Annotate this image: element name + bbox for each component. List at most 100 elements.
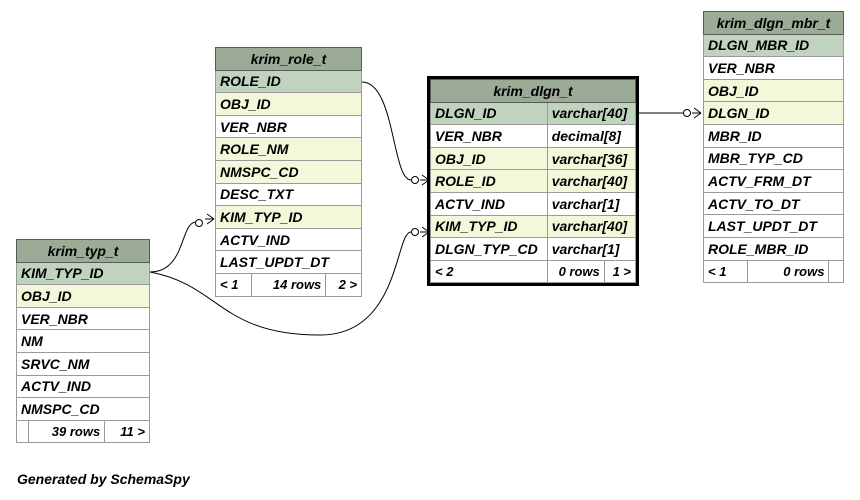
column-row[interactable]: MBR_TYP_CD xyxy=(703,146,844,171)
column-type: varchar[40] xyxy=(546,101,637,126)
row-count: 14 rows xyxy=(250,272,327,297)
column-row[interactable]: ROLE_MBR_ID xyxy=(703,236,844,261)
children-link[interactable] xyxy=(828,259,844,284)
column-name: NMSPC_CD xyxy=(215,159,362,184)
column-name: DLGN_MBR_ID xyxy=(703,33,844,58)
column-row[interactable]: VER_NBR xyxy=(215,114,362,139)
column-row[interactable]: NMSPC_CD xyxy=(16,397,150,421)
link-typ-to-dlgn-crowfoot-marker xyxy=(419,226,430,238)
column-name: ACTV_FRM_DT xyxy=(703,169,844,193)
row-count: 39 rows xyxy=(27,419,106,444)
column-row[interactable]: ROLE_NM xyxy=(215,137,362,161)
column-name: VER_NBR xyxy=(430,124,548,148)
column-name: SRVC_NM xyxy=(16,351,150,376)
column-type: decimal[8] xyxy=(546,124,637,148)
column-row[interactable]: VER_NBR xyxy=(16,306,150,331)
column-name: ACTV_IND xyxy=(430,191,548,216)
generated-by-label: Generated by SchemaSpy xyxy=(17,471,190,487)
column-row[interactable]: KIM_TYP_ID xyxy=(215,205,362,229)
column-name: OBJ_ID xyxy=(703,78,844,103)
column-row[interactable]: KIM_TYP_ID xyxy=(16,261,150,286)
column-row[interactable]: SRVC_NM xyxy=(16,351,150,376)
column-name: ROLE_NM xyxy=(215,137,362,161)
parents-link[interactable]: < 2 xyxy=(430,259,548,284)
children-link[interactable]: 2 > xyxy=(325,272,362,297)
column-row[interactable]: DESC_TXT xyxy=(215,182,362,207)
column-name: ROLE_MBR_ID xyxy=(703,236,844,261)
column-name: DLGN_ID xyxy=(703,101,844,125)
column-type: varchar[1] xyxy=(546,191,637,216)
children-link[interactable]: 1 > xyxy=(603,259,637,284)
column-name: VER_NBR xyxy=(215,114,362,139)
column-name: DLGN_TYP_CD xyxy=(430,237,548,261)
column-row[interactable]: ACTV_IND xyxy=(16,374,150,399)
column-name: NMSPC_CD xyxy=(16,397,150,421)
link-role-to-dlgn-crowfoot-marker xyxy=(419,174,430,186)
column-row[interactable]: OBJ_ID xyxy=(215,92,362,116)
column-name: OBJ_ID xyxy=(215,92,362,116)
column-row[interactable]: MBR_ID xyxy=(703,123,844,148)
column-type: varchar[36] xyxy=(546,146,637,171)
column-row[interactable]: ACTV_TO_DT xyxy=(703,191,844,216)
table-title[interactable]: krim_dlgn_mbr_t xyxy=(703,11,844,35)
column-row[interactable]: LAST_UPDT_DT xyxy=(215,250,362,274)
column-row[interactable]: NM xyxy=(16,329,150,353)
column-name: ROLE_ID xyxy=(430,169,548,193)
children-link[interactable]: 11 > xyxy=(104,419,150,444)
column-row[interactable]: DLGN_MBR_ID xyxy=(703,33,844,58)
column-name: OBJ_ID xyxy=(430,146,548,171)
column-row[interactable]: ROLE_ID xyxy=(215,69,362,94)
link-role-to-dlgn-optional-marker xyxy=(411,176,419,184)
table-title[interactable]: krim_dlgn_t xyxy=(430,79,636,103)
column-type: varchar[40] xyxy=(546,214,637,239)
row-count: 0 rows xyxy=(747,259,830,284)
column-row[interactable]: LAST_UPDT_DT xyxy=(703,214,844,238)
column-row[interactable]: OBJ_ID xyxy=(703,78,844,103)
column-name: LAST_UPDT_DT xyxy=(215,250,362,274)
column-name: KIM_TYP_ID xyxy=(16,261,150,286)
parents-link[interactable]: < 1 xyxy=(215,272,252,297)
column-name: OBJ_ID xyxy=(16,284,150,308)
column-name: ACTV_IND xyxy=(16,374,150,399)
column-name: DLGN_ID xyxy=(430,101,548,126)
column-name: LAST_UPDT_DT xyxy=(703,214,844,238)
parents-link[interactable] xyxy=(16,419,29,444)
table-title[interactable]: krim_typ_t xyxy=(16,239,150,263)
link-dlgn-to-mbr-crowfoot-marker xyxy=(691,107,702,119)
column-name: NM xyxy=(16,329,150,353)
table-title[interactable]: krim_role_t xyxy=(215,47,362,71)
column-row[interactable]: DLGN_ID xyxy=(703,101,844,125)
column-name: DESC_TXT xyxy=(215,182,362,207)
column-row[interactable]: OBJ_ID xyxy=(16,284,150,308)
row-count: 0 rows xyxy=(546,259,605,284)
column-name: VER_NBR xyxy=(16,306,150,331)
column-row[interactable]: NMSPC_CD xyxy=(215,159,362,184)
column-row[interactable]: ACTV_FRM_DT xyxy=(703,169,844,193)
column-row[interactable]: ACTV_IND xyxy=(215,227,362,252)
column-name: ROLE_ID xyxy=(215,69,362,94)
link-typ-to-role xyxy=(149,221,196,273)
column-name: KIM_TYP_ID xyxy=(430,214,548,239)
link-typ-to-role-optional-marker xyxy=(195,219,203,227)
column-name: MBR_TYP_CD xyxy=(703,146,844,171)
link-typ-to-dlgn xyxy=(149,231,412,336)
link-typ-to-role-crowfoot-marker xyxy=(204,213,215,225)
link-typ-to-dlgn-optional-marker xyxy=(411,228,419,236)
link-dlgn-to-mbr-optional-marker xyxy=(683,109,691,117)
column-row[interactable]: VER_NBR xyxy=(703,56,844,80)
parents-link[interactable]: < 1 xyxy=(702,259,749,284)
